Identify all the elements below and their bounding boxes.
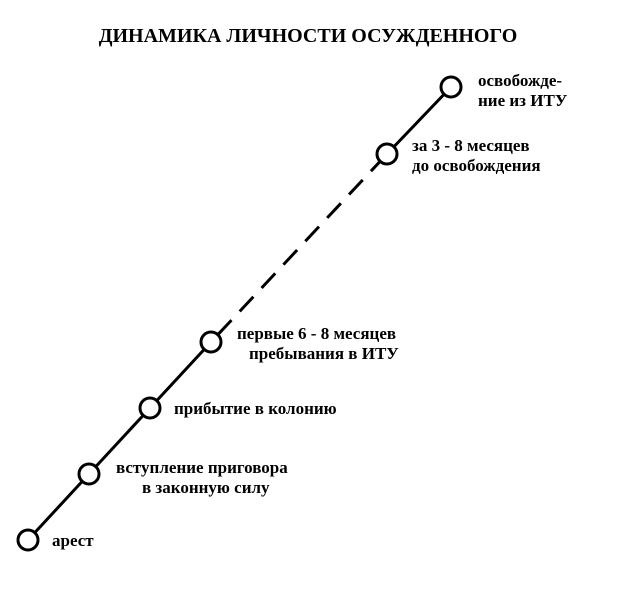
stage-label-1: арест [52, 531, 94, 550]
stage-label-line: прибытие в колонию [174, 399, 337, 418]
diagram-title: ДИНАМИКА ЛИЧНОСТИ ОСУЖДЕННОГО [99, 25, 518, 47]
stage-label-line: ние из ИТУ [478, 91, 568, 110]
stage-node-6 [439, 75, 463, 99]
stage-label-6: освобожде-ние из ИТУ [478, 71, 568, 110]
timeline-segment-2 [94, 414, 145, 468]
stage-label-line: за 3 - 8 месяцев [412, 136, 530, 155]
stage-node-2 [77, 462, 101, 486]
timeline-segment-4-dashed [216, 160, 382, 336]
stage-label-3: прибытие в колонию [174, 399, 337, 418]
stage-label-line: первые 6 - 8 месяцев [237, 324, 396, 343]
stage-node-5 [375, 142, 399, 166]
stage-label-line: вступление приговора [116, 458, 288, 477]
stage-node-1 [16, 528, 40, 552]
timeline-nodes [16, 75, 463, 552]
stage-label-line: освобожде- [478, 71, 562, 90]
stage-node-4 [199, 330, 223, 354]
stage-label-line: пребывания в ИТУ [249, 344, 399, 363]
stage-label-line: до освобождения [412, 156, 541, 175]
timeline-segment-1 [33, 480, 84, 534]
timeline-segments [33, 93, 446, 534]
stage-node-3 [138, 396, 162, 420]
timeline-segment-3 [155, 348, 206, 402]
timeline-segment-5 [392, 93, 446, 148]
stage-label-line: в законную силу [142, 478, 270, 497]
stage-label-line: арест [52, 531, 94, 550]
